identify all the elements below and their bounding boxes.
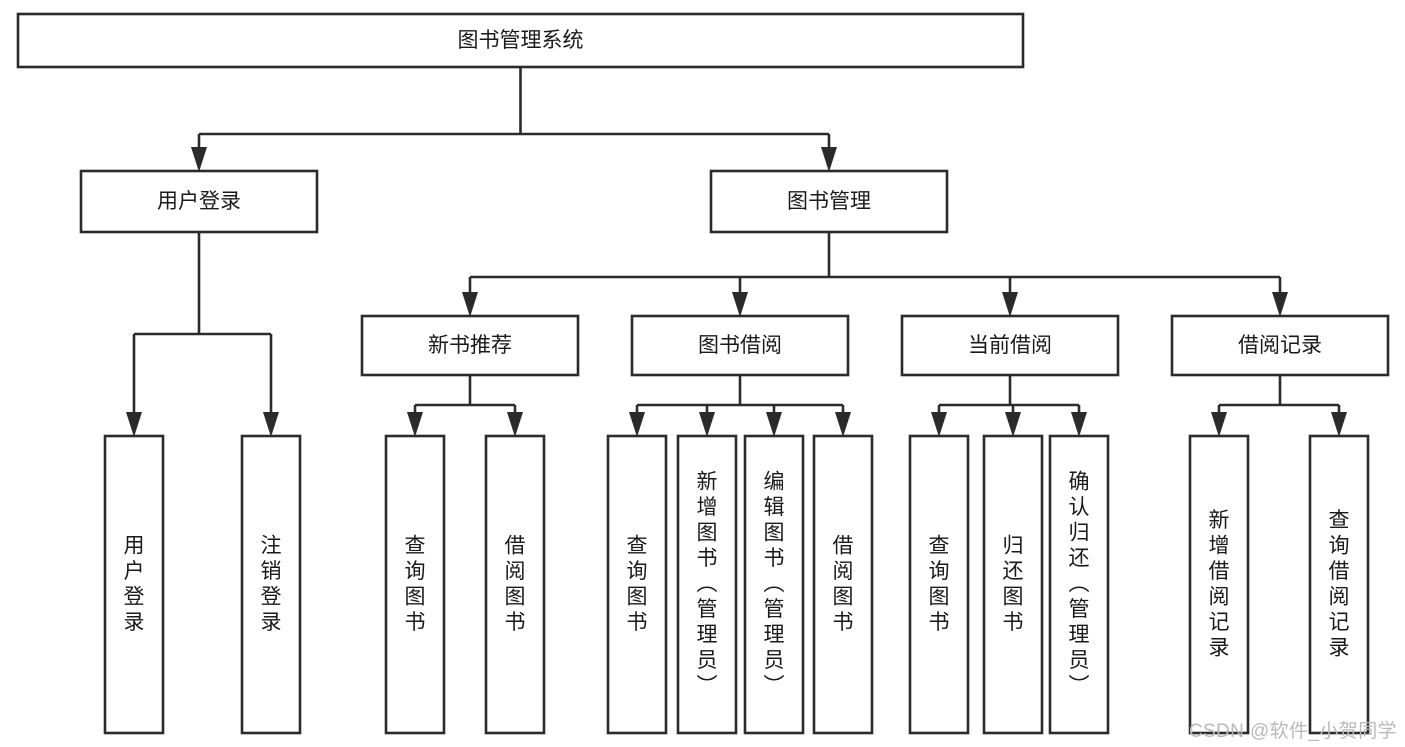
node-box-leaf-edit-book	[743, 434, 805, 735]
node-label-leaf-query-book-3: 查询图书	[929, 534, 950, 634]
node-box-leaf-query-book-3	[908, 434, 970, 735]
node-label-root: 图书管理系统	[458, 29, 584, 52]
node-label-leaf-user-login: 用户登录	[124, 534, 145, 634]
node-box-leaf-borrow-book-1	[484, 434, 546, 735]
node-leaf-logout: 注销登录	[240, 434, 302, 735]
node-box-leaf-confirm-return	[1048, 434, 1110, 735]
node-box-book-manage	[709, 169, 949, 234]
node-label-leaf-logout: 注销登录	[261, 534, 282, 634]
node-box-leaf-borrow-book-2	[812, 434, 874, 735]
node-box-leaf-user-login	[103, 434, 165, 735]
node-borrow-record: 借阅记录	[1170, 314, 1390, 377]
node-box-root	[16, 12, 1025, 69]
node-label-new-book-rec: 新书推荐	[428, 334, 512, 357]
node-label-book-manage: 图书管理	[787, 190, 871, 213]
node-box-borrow-record	[1170, 314, 1390, 377]
node-current-borrow: 当前借阅	[900, 314, 1120, 377]
node-label-borrow-record: 借阅记录	[1238, 334, 1322, 357]
node-label-leaf-add-book: 新增图书︵管理员︶	[697, 470, 718, 697]
node-label-current-borrow: 当前借阅	[968, 334, 1052, 357]
node-label-leaf-return-book: 归还图书	[1003, 534, 1024, 634]
node-leaf-edit-book: 编辑图书︵管理员︶	[743, 434, 805, 735]
node-box-leaf-query-book-1	[384, 434, 446, 735]
node-label-user-login: 用户登录	[157, 190, 241, 213]
node-leaf-borrow-book-2: 借阅图书	[812, 434, 874, 735]
node-label-leaf-borrow-book-2: 借阅图书	[833, 534, 854, 634]
node-label-leaf-query-book-1: 查询图书	[405, 534, 426, 634]
node-leaf-query-book-2: 查询图书	[606, 434, 668, 735]
node-user-login: 用户登录	[79, 169, 319, 234]
node-box-new-book-rec	[360, 314, 580, 377]
node-box-current-borrow	[900, 314, 1120, 377]
node-label-leaf-query-record: 查询借阅记录	[1329, 508, 1350, 659]
node-box-leaf-query-book-2	[606, 434, 668, 735]
node-leaf-user-login: 用户登录	[103, 434, 165, 735]
watermark-label: CSDN @软件_小贺同学	[1188, 721, 1397, 742]
node-leaf-query-book-3: 查询图书	[908, 434, 970, 735]
node-leaf-query-book-1: 查询图书	[384, 434, 446, 735]
node-leaf-add-record: 新增借阅记录	[1188, 434, 1250, 735]
node-label-leaf-borrow-book-1: 借阅图书	[505, 534, 526, 634]
node-label-leaf-edit-book: 编辑图书︵管理员︶	[764, 470, 785, 697]
node-box-user-login	[79, 169, 319, 234]
node-box-leaf-return-book	[982, 434, 1044, 735]
node-leaf-add-book: 新增图书︵管理员︶	[676, 434, 738, 735]
node-leaf-return-book: 归还图书	[982, 434, 1044, 735]
node-leaf-borrow-book-1: 借阅图书	[484, 434, 546, 735]
node-label-leaf-confirm-return: 确认归还︵管理员︶	[1069, 470, 1090, 697]
node-box-leaf-logout	[240, 434, 302, 735]
node-label-leaf-add-record: 新增借阅记录	[1209, 508, 1230, 659]
node-label-leaf-query-book-2: 查询图书	[627, 534, 648, 634]
node-book-borrow: 图书借阅	[630, 314, 850, 377]
node-box-leaf-add-book	[676, 434, 738, 735]
node-leaf-confirm-return: 确认归还︵管理员︶	[1048, 434, 1110, 735]
node-box-leaf-add-record	[1188, 434, 1250, 735]
node-box-leaf-query-record	[1308, 434, 1370, 735]
node-root: 图书管理系统	[16, 12, 1025, 69]
node-box-book-borrow	[630, 314, 850, 377]
node-label-book-borrow: 图书借阅	[698, 334, 782, 357]
node-book-manage: 图书管理	[709, 169, 949, 234]
node-new-book-rec: 新书推荐	[360, 314, 580, 377]
node-leaf-query-record: 查询借阅记录	[1308, 434, 1370, 735]
